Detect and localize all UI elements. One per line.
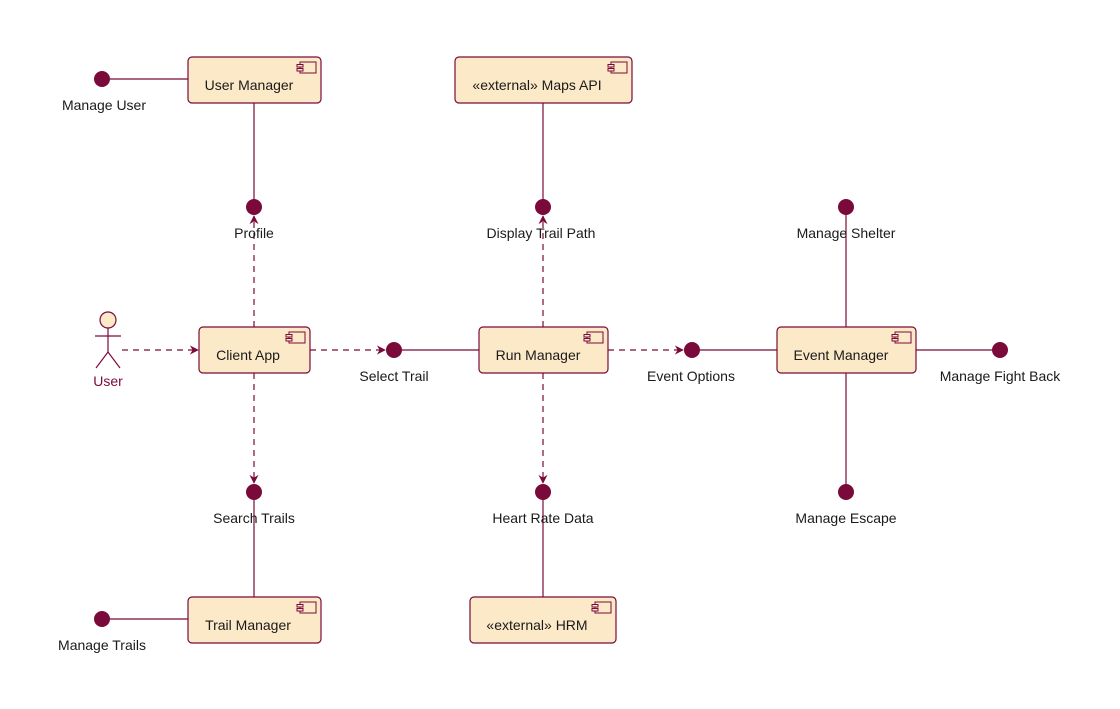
event-options-label: Event Options — [647, 368, 735, 384]
manage-trails-label: Manage Trails — [58, 637, 146, 653]
run-manager-label: Run Manager — [496, 347, 581, 363]
manage-shelter-interface — [838, 199, 854, 215]
user-actor: User — [93, 311, 123, 389]
trail-manager-component: Trail Manager — [187, 596, 322, 644]
select-trail-label: Select Trail — [359, 368, 428, 384]
user-manager-label: User Manager — [205, 77, 294, 93]
component-icon — [891, 331, 912, 344]
manage-trails-interface — [94, 611, 110, 627]
search-trails-label: Search Trails — [213, 510, 295, 526]
component-icon — [583, 331, 604, 344]
event-options-interface — [684, 342, 700, 358]
user-manager-component: User Manager — [187, 56, 322, 104]
profile-label: Profile — [234, 225, 274, 241]
stick-figure-icon — [95, 311, 121, 369]
client-app-component: Client App — [198, 326, 311, 374]
component-icon — [296, 601, 317, 614]
heart-rate-data-interface — [535, 484, 551, 500]
manage-fight-back-label: Manage Fight Back — [940, 368, 1062, 384]
run-manager-component: Run Manager — [478, 326, 609, 374]
trail-manager-label: Trail Manager — [205, 617, 291, 633]
maps-api-component: «external» Maps API — [454, 56, 633, 104]
display-trail-path-interface — [535, 199, 551, 215]
user-actor-label: User — [93, 373, 123, 389]
manage-escape-label: Manage Escape — [795, 510, 896, 526]
component-icon — [591, 601, 612, 614]
event-manager-component: Event Manager — [776, 326, 917, 374]
component-icon — [285, 331, 306, 344]
heart-rate-data-label: Heart Rate Data — [492, 510, 593, 526]
manage-fight-back-interface — [992, 342, 1008, 358]
manage-user-label: Manage User — [62, 97, 146, 113]
event-manager-label: Event Manager — [794, 347, 889, 363]
manage-user-interface — [94, 71, 110, 87]
profile-interface — [246, 199, 262, 215]
display-trail-path-label: Display Trail Path — [487, 225, 596, 241]
maps-api-label: «external» Maps API — [472, 77, 601, 93]
manage-shelter-label: Manage Shelter — [797, 225, 896, 241]
manage-escape-interface — [838, 484, 854, 500]
hrm-label: «external» HRM — [486, 617, 587, 633]
search-trails-interface — [246, 484, 262, 500]
select-trail-interface — [386, 342, 402, 358]
hrm-component: «external» HRM — [469, 596, 617, 644]
component-icon — [296, 61, 317, 74]
client-app-label: Client App — [216, 347, 280, 363]
component-icon — [607, 61, 628, 74]
